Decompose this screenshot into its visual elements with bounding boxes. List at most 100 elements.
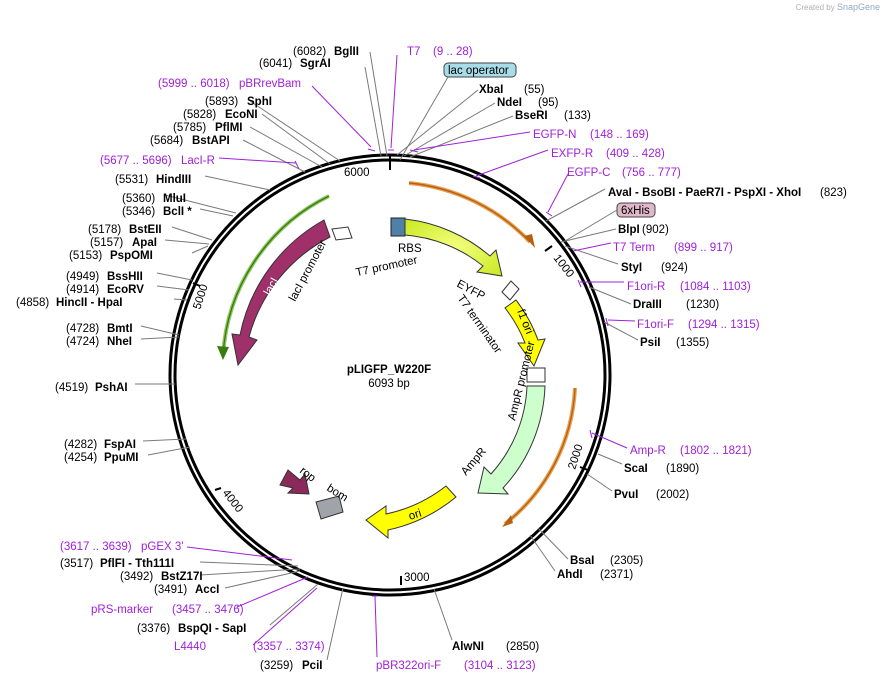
svg-text:6000: 6000 <box>344 167 370 179</box>
enzyme-SphI: (5893) SphI <box>205 96 341 162</box>
enzyme-PflMI: (5785) PflMI <box>173 122 323 168</box>
enzyme-DraIII: DraIII (1230) <box>588 286 719 311</box>
svg-text:BseRI: BseRI <box>515 110 548 122</box>
enzyme-BseRI: BseRI(133) <box>409 110 591 158</box>
primer-LacI-R: (5677 .. 5696)LacI-R <box>100 155 300 170</box>
enzyme-ApaI: (5157) ApaI <box>90 237 210 249</box>
enzyme-PciI: (3259)PciI <box>260 587 344 672</box>
svg-text:(4254): (4254) <box>64 452 97 464</box>
svg-text:NdeI: NdeI <box>497 97 522 109</box>
svg-text:(5346): (5346) <box>122 206 155 218</box>
primer-EGFP-C: EGFP-C(756 .. 777) <box>545 167 681 217</box>
svg-text:(148 .. 169): (148 .. 169) <box>590 129 649 141</box>
enzyme-HindIII: (5531)HindIII <box>115 174 271 191</box>
laci-arrow <box>231 219 331 367</box>
primer-Amp-R: Amp-R(1802 .. 1821) <box>589 429 752 457</box>
svg-text:AvaI - BsoBI - PaeR7I - Psp: AvaI - BsoBI - PaeR7I - PspXI - XhoI <box>608 187 801 199</box>
svg-text:pBRrevBam: pBRrevBam <box>239 78 301 90</box>
rop-arrow <box>279 469 310 495</box>
orf-arc-laci-head <box>217 346 229 360</box>
svg-text:PspOMI: PspOMI <box>110 250 153 262</box>
svg-text:Amp-R: Amp-R <box>630 445 666 457</box>
credit-prefix: Created by <box>795 3 835 12</box>
enzyme-NheI: (4724)NheI <box>66 336 180 348</box>
tick-4000: 4000 <box>214 487 245 515</box>
svg-text:PpuMI: PpuMI <box>104 452 139 464</box>
svg-text:PsiI: PsiI <box>640 337 660 349</box>
svg-text:(4519): (4519) <box>55 382 88 394</box>
svg-text:(4724): (4724) <box>66 336 99 348</box>
enzyme-BstEII: (5178)BstEII <box>88 224 213 241</box>
svg-text:lac operator: lac operator <box>448 65 509 77</box>
svg-text:EcoRV: EcoRV <box>107 284 144 296</box>
primer-F1ori-F: F1ori-F (1294 .. 1315) <box>605 317 760 331</box>
t7-promoter-label: T7 promoter <box>355 254 419 279</box>
svg-text:PvuI: PvuI <box>614 489 638 501</box>
ampr-arrow <box>477 385 546 495</box>
tick-3000: 3000 <box>400 572 430 585</box>
eyfp-arrow <box>404 218 503 277</box>
svg-text:HindIII: HindIII <box>156 174 191 186</box>
svg-text:(5893): (5893) <box>205 96 238 108</box>
svg-text:T7 Term: T7 Term <box>613 242 655 254</box>
svg-text:SphI: SphI <box>247 96 272 108</box>
plasmid-name: pLIGFP_W220F <box>347 364 431 376</box>
rbs-label: RBS <box>398 243 422 255</box>
laci-promoter-feature <box>331 226 353 241</box>
primer-pBR322ori-F: pBR322ori-F(3104 .. 3123) <box>372 595 536 672</box>
svg-text:PflMI: PflMI <box>215 122 242 134</box>
svg-text:(2371): (2371) <box>600 569 633 581</box>
svg-text:ApaI: ApaI <box>132 237 157 249</box>
svg-text:PflFI - Tth111I: PflFI - Tth111I <box>100 558 174 570</box>
enzyme-PshAI: (4519)PshAI <box>55 382 175 394</box>
svg-text:DraIII: DraIII <box>633 299 662 311</box>
svg-text:(2850): (2850) <box>506 641 539 653</box>
enzyme-BmtI: (4728)BmtI <box>66 323 180 336</box>
enzyme-AccI: (3491)AccI <box>154 570 301 596</box>
svg-text:(3457 .. 3476): (3457 .. 3476) <box>172 604 244 616</box>
svg-text:(1230): (1230) <box>686 299 719 311</box>
svg-text:(1355): (1355) <box>676 337 709 349</box>
svg-text:EcoNI: EcoNI <box>225 109 258 121</box>
ori-label: ori <box>407 507 423 522</box>
t7-terminator-label: T7 terminator <box>455 293 504 356</box>
svg-text:(5677 .. 5696): (5677 .. 5696) <box>100 155 172 167</box>
svg-text:(902): (902) <box>642 224 669 236</box>
primer-EXFP-R: EXFP-R(409 .. 428) <box>472 148 665 179</box>
bom-feature <box>315 495 344 520</box>
enzyme-AlwNI: AlwNI(2850) <box>433 588 539 653</box>
rbs-feature <box>390 217 406 237</box>
orf-arc-eyfp-inner <box>408 182 531 243</box>
svg-text:(1294 .. 1315): (1294 .. 1315) <box>688 319 760 331</box>
primer-T7-Term: T7 Term(899 .. 917) <box>572 242 733 254</box>
primer-T7: T7(9 .. 28) <box>388 46 473 151</box>
svg-text:(3104 .. 3123): (3104 .. 3123) <box>464 660 536 672</box>
svg-text:BlpI: BlpI <box>618 224 640 236</box>
enzyme-PvuI: PvuI(2002) <box>586 473 689 501</box>
orf-arc-eyfp-head <box>524 234 535 248</box>
svg-text:SgrAI: SgrAI <box>300 58 331 70</box>
f1-ori-arrow <box>504 299 546 368</box>
svg-text:(4949): (4949) <box>66 271 99 283</box>
svg-text:BmtI: BmtI <box>107 323 133 335</box>
svg-text:(3492): (3492) <box>120 571 153 583</box>
enzyme-MluI: (5360)MluI <box>122 193 237 214</box>
enzyme-BstZ17I: (3492)BstZ17I <box>120 568 301 583</box>
svg-text:(5785): (5785) <box>173 122 206 134</box>
tick-6000: 6000 <box>344 167 370 179</box>
svg-text:F1ori-R: F1ori-R <box>627 281 665 293</box>
svg-text:(5157): (5157) <box>90 237 123 249</box>
svg-text:F1ori-F: F1ori-F <box>637 319 674 331</box>
enzyme-PsiI: PsiI (1355) <box>603 321 709 349</box>
primer-L4440: L4440(3357 .. 3374) <box>174 587 325 653</box>
orf-arc-laci-inner <box>222 195 330 357</box>
svg-text:ScaI: ScaI <box>624 463 648 475</box>
svg-text:FspAI: FspAI <box>104 439 136 451</box>
svg-text:(2305): (2305) <box>610 555 643 567</box>
svg-text:(924): (924) <box>661 262 688 274</box>
svg-text:(756 .. 777): (756 .. 777) <box>622 167 681 179</box>
ampr-promoter-feature <box>526 367 546 383</box>
primer-EGFP-N: EGFP-N(148 .. 169) <box>409 129 649 153</box>
enzyme-BglII: (6082)BglII <box>293 46 388 157</box>
svg-text:6xHis: 6xHis <box>621 205 650 217</box>
